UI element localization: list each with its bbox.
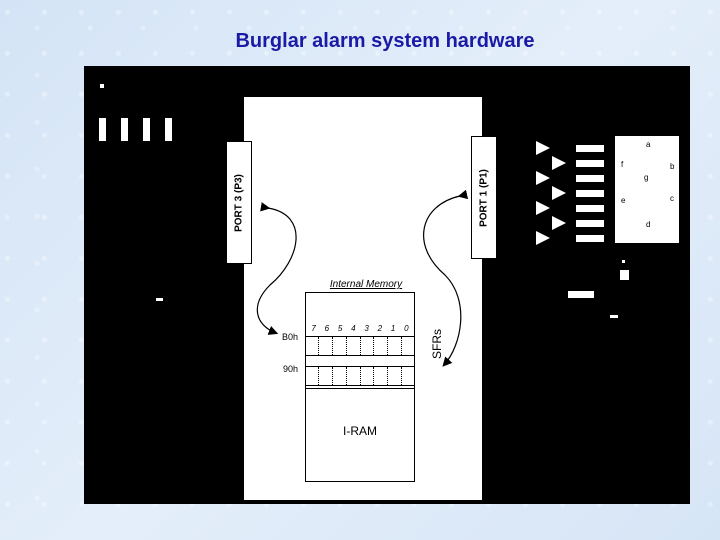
internal-memory-block [305, 292, 415, 482]
internal-memory-title: Internal Memory [329, 279, 403, 290]
bit-number: 4 [351, 324, 356, 333]
slide-title: Burglar alarm system hardware [235, 30, 535, 52]
sfr-label: SFRs [430, 329, 444, 359]
segment-g-label: g [644, 173, 649, 182]
segment-a-label: a [646, 140, 651, 149]
diode-icon [536, 141, 550, 155]
segment-b-label: b [670, 162, 675, 171]
diode-icon [536, 171, 550, 185]
bit-number: 6 [324, 324, 330, 333]
bit-number: 7 [311, 324, 316, 333]
bit-number: 0 [404, 324, 409, 333]
panel-mark [622, 260, 625, 263]
port-3: PORT 3 (P3) [226, 141, 252, 264]
bit-number: 2 [377, 324, 383, 333]
port3-to-memory-arrow [256, 202, 297, 335]
register-row-90h [305, 366, 415, 386]
port-1: PORT 1 (P1) [471, 136, 497, 259]
register-row-b0h [305, 336, 415, 356]
switch-2 [121, 118, 128, 141]
diode-icon [552, 186, 566, 200]
port1-to-sfr-arrow [423, 189, 469, 367]
panel-mark [156, 298, 163, 301]
switch-1 [99, 118, 106, 141]
seven-segment-display: a b c d e f g [614, 135, 680, 244]
address-90h: 90h [283, 364, 299, 374]
resistor-bar [576, 160, 604, 167]
resistor-bar [576, 190, 604, 197]
sfr-iram-divider [305, 388, 415, 389]
switch-3 [143, 118, 150, 141]
buzzer-bar [568, 291, 594, 298]
iram-label: I-RAM [343, 424, 377, 438]
resistor-bar [576, 220, 604, 227]
panel-mark [620, 270, 629, 280]
resistor-bar [576, 205, 604, 212]
segment-f-label: f [621, 160, 624, 169]
switch-4 [165, 118, 172, 141]
bit-number: 3 [364, 324, 369, 333]
diode-icon [552, 156, 566, 170]
bit-number: 1 [390, 324, 396, 333]
segment-e-label: e [621, 196, 626, 205]
segment-d-label: d [646, 220, 651, 229]
diode-icon [536, 231, 550, 245]
resistor-bar [576, 145, 604, 152]
bit-number: 5 [337, 324, 343, 333]
bit-number-row: 7 6 5 4 3 2 1 0 [305, 324, 415, 336]
diode-icon [536, 201, 550, 215]
diode-icon [552, 216, 566, 230]
panel-mark [100, 84, 104, 88]
panel-mark [610, 315, 618, 318]
resistor-bar [576, 175, 604, 182]
resistor-bar [576, 235, 604, 242]
segment-c-label: c [670, 194, 674, 203]
address-b0h: B0h [282, 332, 299, 342]
